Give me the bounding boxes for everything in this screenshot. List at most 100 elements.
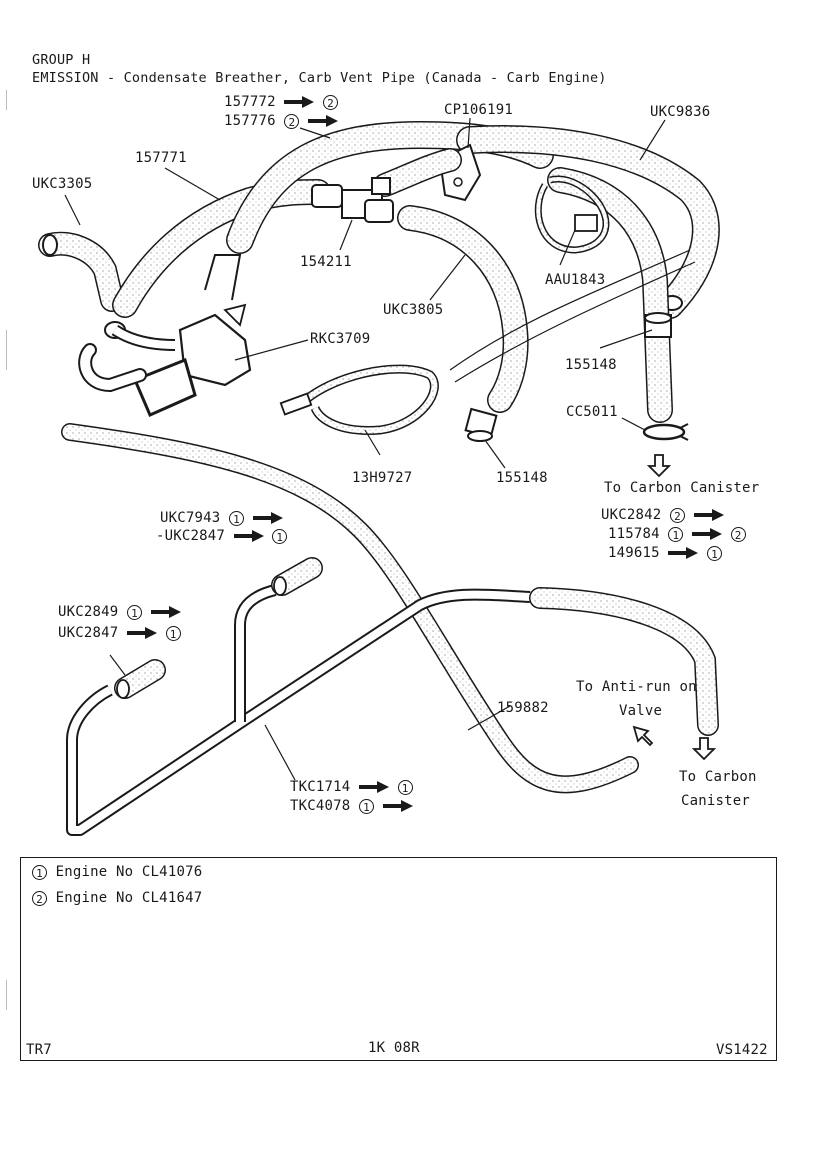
part-number: UKC7943 [160,510,221,526]
dest-anti-run-1: To Anti-run on [576,679,697,695]
arrow-down-icon [691,737,717,761]
hose-ukc3305 [38,231,124,312]
part-number: -UKC2847 [156,528,226,544]
pipe-159882 [61,423,639,794]
arrow-down-icon [646,454,672,478]
arrow-right-icon [693,509,724,521]
arrow-right-icon [308,115,339,127]
circled-number: 1 [668,526,684,542]
callout-ukc2849: UKC2849 1 [58,604,181,620]
callout-cc5011: CC5011 [566,404,618,420]
hose-157771 [112,179,331,318]
callout-115784: 115784 1 2 [608,526,746,542]
dest-carbon-canister-bottom-2: Canister [681,793,751,809]
clip-cc5011 [642,423,689,441]
callout-155148-bottom: 155148 [496,470,548,486]
hose-ukc2847-lower [114,659,166,699]
callout-ukc3805: UKC3805 [383,302,444,318]
arrow-right-icon [150,606,181,618]
part-number: 115784 [608,526,660,542]
callout-aau1843: AAU1843 [545,272,606,288]
circled-number: 2 [670,507,686,523]
callout-159882: 159882 [497,700,549,716]
footer-model: TR7 [26,1042,52,1058]
connector-155148-right [644,312,672,338]
breather-rkc3709 [78,254,252,417]
callout-cp106191: CP106191 [444,102,514,118]
part-number: 149615 [608,545,660,561]
arrow-up-left-icon [632,725,654,747]
arrow-right-icon [252,512,283,524]
circled-number: 1 [127,604,143,620]
part-number: TKC1714 [290,779,351,795]
arrow-right-icon [127,627,158,639]
callout-ukc3305: UKC3305 [32,176,93,192]
hose-ukc3805 [397,205,529,413]
callout-149615: 149615 1 [608,545,723,561]
callout-rkc3709: RKC3709 [310,331,371,347]
note-engine-1: 1 Engine No CL41076 [32,864,202,880]
dest-carbon-canister-top: To Carbon Canister [604,480,760,496]
arrow-right-icon [359,781,390,793]
hose-ukc2842 [529,587,719,736]
scan-margin-mark [6,330,7,370]
callout-157771: 157771 [135,150,187,166]
note-text: Engine No CL41076 [55,864,203,880]
circled-number: 1 [32,864,47,880]
hose-short-upper [373,148,462,197]
circled-number: 2 [730,526,746,542]
callout-ukc2847-upper: -UKC2847 1 [156,528,288,544]
callout-13h9727: 13H9727 [352,470,413,486]
footer-drawing-ref: VS1422 [716,1042,768,1058]
dest-anti-run-2: Valve [619,703,663,719]
callout-157776: 157776 2 [224,113,339,129]
dest-carbon-canister-bottom-1: To Carbon [679,769,757,785]
footer-page-ref: 1K 08R [368,1040,420,1056]
group-label: GROUP H [32,52,91,68]
callout-ukc9836: UKC9836 [650,104,711,120]
cable-tie-13h9727 [279,364,439,435]
circled-number: 1 [359,798,375,814]
part-number: UKC2849 [58,604,119,620]
arrow-right-icon [692,528,723,540]
circled-number: 2 [323,94,339,110]
cable-tie-tail [449,249,691,371]
note-text: Engine No CL41647 [55,890,203,906]
circled-number: 2 [284,113,300,129]
circled-number: 1 [397,779,413,795]
strap-aau1843 [534,175,610,254]
pipe-tkc1714 [66,584,531,836]
callout-tkc1714: TKC1714 1 [290,779,413,795]
callout-155148-right: 155148 [565,357,617,373]
circled-number: 1 [272,528,288,544]
part-number: TKC4078 [290,798,351,814]
leader-lines [64,117,666,781]
circled-number: 2 [32,890,47,906]
note-engine-2: 2 Engine No CL41647 [32,890,202,906]
part-number: 157776 [224,113,276,129]
callout-157772: 157772 2 [224,94,339,110]
scan-margin-mark [6,980,7,1010]
arrow-right-icon [233,530,264,542]
arrow-right-icon [284,96,315,108]
scan-margin-mark [6,90,7,110]
part-number: UKC2847 [58,625,119,641]
cable-tie-tail-2 [454,261,696,383]
callout-tkc4078: TKC4078 1 [290,798,413,814]
arrow-right-icon [382,800,413,812]
page-title: EMISSION - Condensate Breather, Carb Ven… [32,70,607,86]
callout-ukc2847-lower: UKC2847 1 [58,625,181,641]
circled-number: 1 [707,545,723,561]
callout-ukc7943: UKC7943 1 [160,510,283,526]
part-number: UKC2842 [601,507,662,523]
part-number: 157772 [224,94,276,110]
circled-number: 1 [229,510,245,526]
notes-box [20,857,777,1061]
circled-number: 1 [165,625,181,641]
connector-155148-bottom [464,407,498,442]
arrow-right-icon [668,547,699,559]
callout-ukc2842: UKC2842 2 [601,507,724,523]
hose-ukc2847-upper [271,557,323,596]
tee-154211 [311,177,394,223]
